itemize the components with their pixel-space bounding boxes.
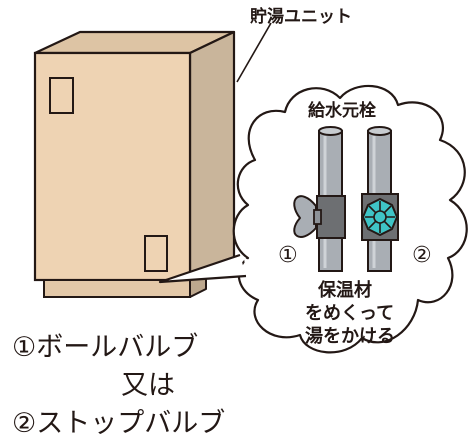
instruction-line-3: 湯をかける [305, 326, 395, 347]
caption-or: 又は [121, 370, 175, 401]
ball-valve-handle [293, 195, 317, 238]
caption-ball-valve: ①ボールバルブ [12, 332, 199, 363]
pipe-ball-valve [293, 126, 346, 272]
water-supply-valve-label: 給水元栓 [308, 101, 376, 121]
unit-leader-line [236, 22, 272, 83]
unit-base [43, 279, 191, 298]
pipe-stop-valve [361, 126, 399, 272]
unit-lower-panel [144, 235, 168, 272]
pipe-2-top [367, 126, 392, 136]
unit-front-face [33, 51, 192, 282]
unit-upper-panel [49, 77, 74, 114]
instruction-line-2: をめくって [305, 303, 395, 324]
instruction-line-1: 保温材 [318, 280, 372, 301]
stop-valve-number: ② [412, 243, 432, 268]
storage-unit-label: 貯湯ユニット [250, 7, 352, 27]
caption-stop-valve: ②ストップバルブ [12, 408, 226, 439]
callout-pointer [158, 253, 247, 284]
storage-unit [33, 30, 236, 298]
unit-side-face [188, 30, 236, 282]
ball-valve-number: ① [278, 243, 298, 268]
pipe-1-top [318, 126, 343, 136]
